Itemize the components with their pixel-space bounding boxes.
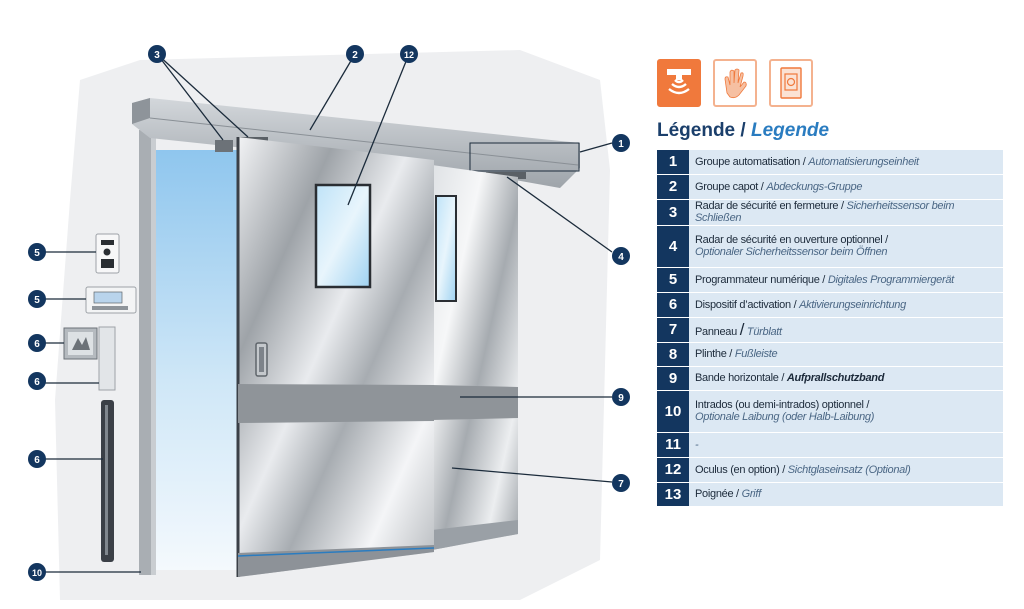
legend-row: 5 Programmateur numérique / Digitales Pr… [657, 267, 1003, 293]
legend-row-number: 10 [657, 390, 689, 433]
legend-row-number: 1 [657, 150, 689, 175]
legend-row: 7 Panneau / Türblatt [657, 317, 1003, 343]
svg-text:4: 4 [618, 252, 624, 263]
legend-row: 12 Oculus (en option) / Sichtglaseinsatz… [657, 457, 1003, 483]
callout-3: 3 [148, 45, 166, 63]
callout-7: 7 [612, 474, 630, 492]
digital-programmer-keypad [95, 233, 120, 274]
svg-text:5: 5 [34, 295, 40, 306]
column-activator [98, 326, 116, 391]
legend-row: 11 - [657, 432, 1003, 458]
callout-5-keypad: 5 [28, 243, 46, 261]
svg-text:2: 2 [352, 50, 358, 61]
callout-6-pushplate: 6 [28, 334, 46, 352]
callout-6-tall-column: 6 [28, 450, 46, 468]
legend-row-number: 6 [657, 292, 689, 318]
legend-row: 4 Radar de sécurité en ouverture optionn… [657, 225, 1003, 268]
callout-10: 10 [28, 563, 46, 581]
callout-6-column: 6 [28, 372, 46, 390]
header-beam [132, 98, 580, 188]
legend-row-number: 2 [657, 174, 689, 200]
legend-row-number: 4 [657, 225, 689, 268]
bumper-strip [238, 384, 434, 423]
closing-radar-left [215, 140, 233, 152]
svg-text:10: 10 [32, 568, 42, 578]
kickplate [238, 545, 434, 577]
legend-row-text: Dispositif d’activation / Aktivierungsei… [689, 292, 1003, 318]
legend-row-text: Oculus (en option) / Sichtglaseinsatz (O… [689, 457, 1003, 483]
legend-row-number: 9 [657, 366, 689, 391]
push-panel-icon [769, 59, 813, 107]
door-opening [150, 150, 240, 570]
legend-row-text: - [689, 432, 1003, 458]
rear-kickplate [432, 520, 518, 550]
legend-row: 10 Intrados (ou demi-intrados) optionnel… [657, 390, 1003, 433]
legend-row-number: 8 [657, 342, 689, 367]
svg-text:6: 6 [34, 377, 40, 388]
legend-row-text: Intrados (ou demi-intrados) optionnel /O… [689, 390, 1003, 433]
svg-text:6: 6 [34, 455, 40, 466]
callout-1: 1 [612, 134, 630, 152]
rear-leaf-window [435, 195, 457, 302]
activation-icons [657, 59, 813, 107]
svg-text:6: 6 [34, 339, 40, 350]
legend-row-text: Groupe automatisation / Automatisierungs… [689, 150, 1003, 175]
legend-row-text: Panneau / Türblatt [689, 317, 1003, 343]
legend-row-number: 7 [657, 317, 689, 343]
hand-wave-icon [713, 59, 757, 107]
door-diagram: 3 2 12 1 4 5 5 6 6 6 9 7 10 [28, 45, 630, 600]
left-jamb [139, 130, 151, 575]
legend-row-number: 12 [657, 457, 689, 483]
legend-row-number: 3 [657, 199, 689, 226]
svg-text:5: 5 [34, 248, 40, 259]
radar-icon [657, 59, 701, 107]
rear-bumper-strip [432, 385, 518, 420]
legend-row: 6 Dispositif d’activation / Aktivierungs… [657, 292, 1003, 318]
svg-text:1: 1 [618, 139, 624, 150]
callout-2: 2 [346, 45, 364, 63]
svg-text:9: 9 [618, 393, 624, 404]
svg-text:12: 12 [404, 50, 414, 60]
legend-row-text: Programmateur numérique / Digitales Prog… [689, 267, 1003, 293]
legend-row: 3 Radar de sécurité en fermeture / Siche… [657, 199, 1003, 226]
legend-table: 1 Groupe automatisation / Automatisierun… [657, 150, 1003, 507]
oculus-window [314, 183, 372, 289]
legend-row-text: Plinthe / Fußleiste [689, 342, 1003, 367]
svg-text:7: 7 [618, 479, 624, 490]
automation-box [469, 142, 580, 172]
legend-row-number: 11 [657, 432, 689, 458]
callout-12: 12 [400, 45, 418, 63]
legend-row: 9 Bande horizontale / Aufprallschutzband [657, 366, 1003, 391]
legend-row: 2 Groupe capot / Abdeckungs-Gruppe [657, 174, 1003, 200]
legend-row: 13 Poignée / Griff [657, 482, 1003, 507]
legend-row-text: Radar de sécurité en ouverture optionnel… [689, 225, 1003, 268]
callout-5-screen: 5 [28, 290, 46, 308]
legend-row-text: Radar de sécurité en fermeture / Sicherh… [689, 199, 1003, 226]
legend-title: Légende / Legende [657, 120, 829, 142]
legend-title-fr: Légende / [657, 120, 746, 141]
callout-9: 9 [612, 388, 630, 406]
legend-title-de: Legende [750, 120, 830, 141]
legend-row: 1 Groupe automatisation / Automatisierun… [657, 150, 1003, 175]
svg-text:3: 3 [154, 50, 160, 61]
legend-row: 8 Plinthe / Fußleiste [657, 342, 1003, 367]
front-door-leaf [238, 137, 434, 577]
legend-row-text: Poignée / Griff [689, 482, 1003, 507]
legend-row-number: 13 [657, 482, 689, 507]
push-plate-activator [63, 327, 98, 360]
legend-row-text: Bande horizontale / Aufprallschutzband [689, 366, 1003, 391]
legend-row-text: Groupe capot / Abdeckungs-Gruppe [689, 174, 1003, 200]
callout-4: 4 [612, 247, 630, 265]
digital-programmer-screen [85, 286, 137, 314]
legend-row-number: 5 [657, 267, 689, 293]
